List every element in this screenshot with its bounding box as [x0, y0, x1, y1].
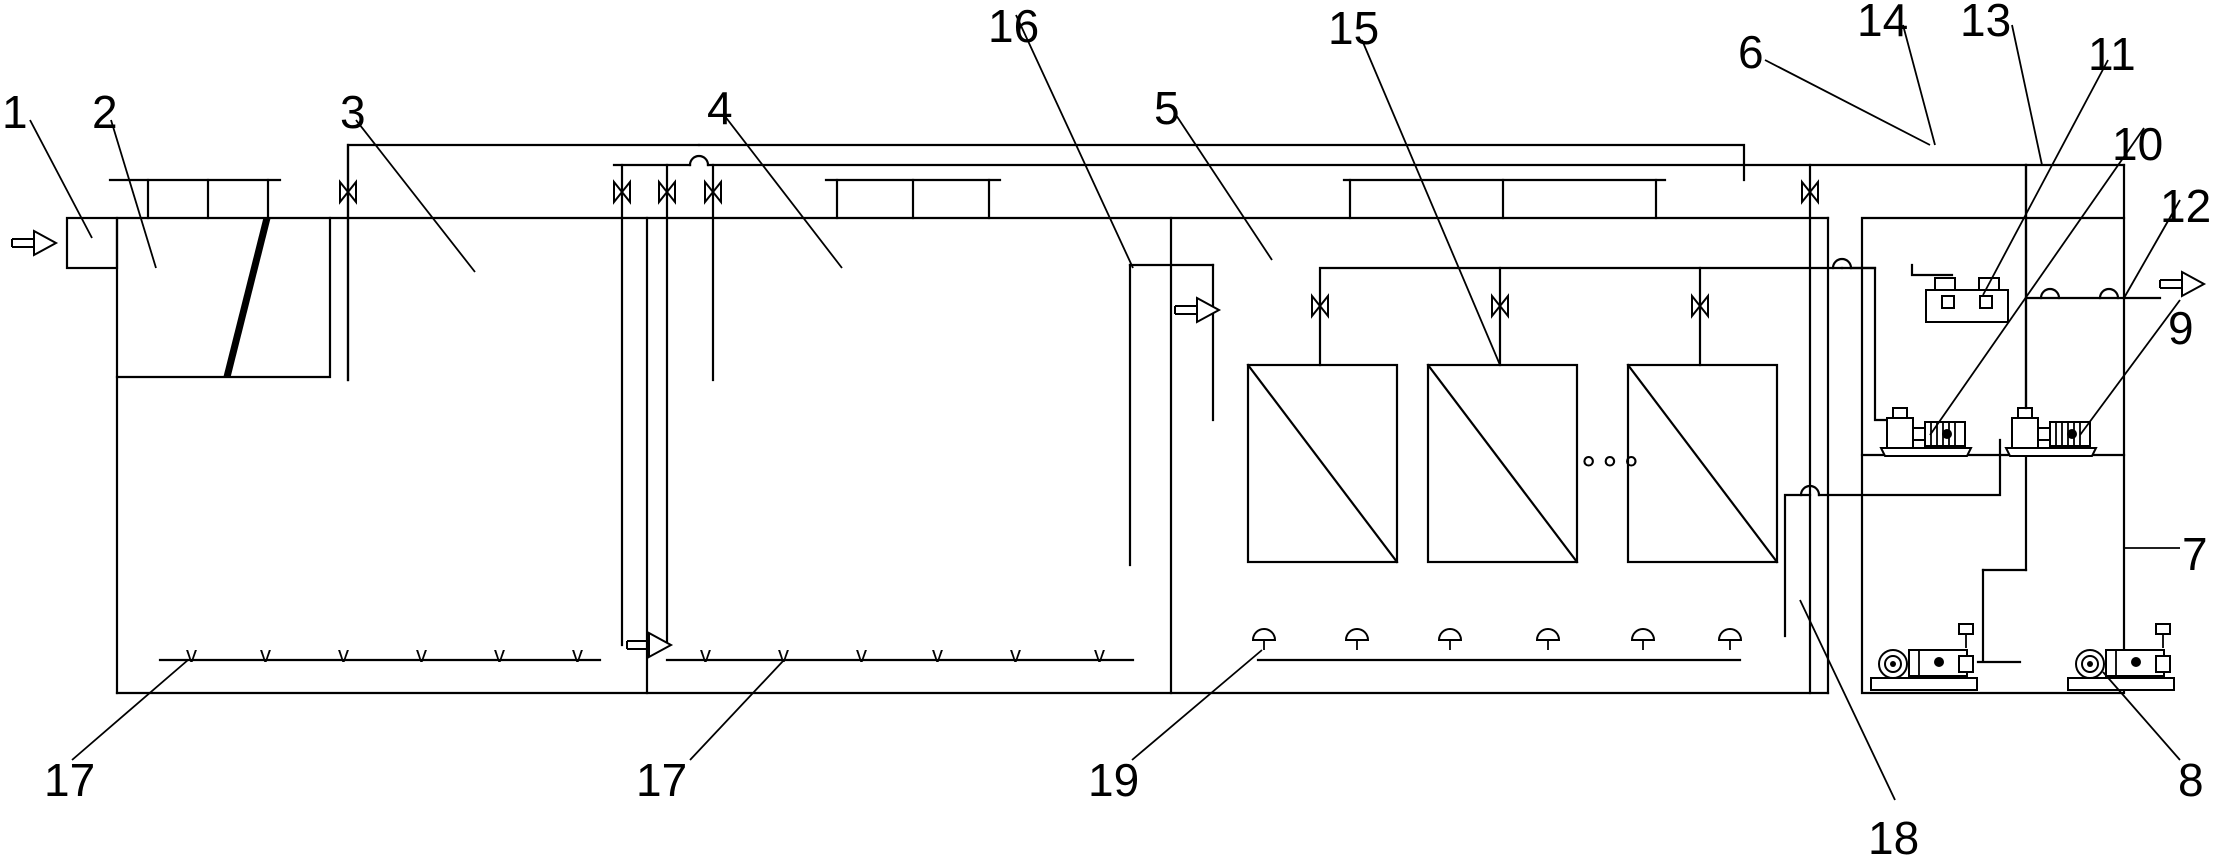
membrane-module: [1426, 363, 1579, 564]
membrane-ellipsis: ∘∘∘: [1578, 442, 1642, 480]
label-19: 19: [1088, 754, 1139, 806]
svg-text:v: v: [778, 642, 789, 667]
svg-text:v: v: [572, 642, 583, 667]
svg-text:v: v: [416, 642, 427, 667]
svg-text:v: v: [856, 642, 867, 667]
label-5: 5: [1154, 82, 1180, 134]
label-6: 6: [1738, 26, 1764, 78]
svg-text:v: v: [700, 642, 711, 667]
label-7: 7: [2182, 528, 2208, 580]
controller-box: [1925, 277, 2009, 323]
label-1: 1: [2, 86, 28, 138]
label-3: 3: [340, 86, 366, 138]
aerator-line-19: [1252, 628, 1742, 662]
label-12: 12: [2160, 180, 2211, 232]
svg-text:v: v: [186, 642, 197, 667]
svg-text:v: v: [338, 642, 349, 667]
label-8: 8: [2178, 754, 2204, 806]
air-header-lines: [346, 143, 2126, 695]
svg-text:v: v: [260, 642, 271, 667]
pump-10: [1880, 407, 1972, 457]
label-10: 10: [2112, 118, 2163, 170]
label-14: 14: [1857, 0, 1908, 46]
grid-chamber: [108, 178, 332, 379]
blower-8a: [1870, 623, 1978, 691]
label-2: 2: [92, 86, 118, 138]
label-11: 11: [2088, 28, 2136, 80]
aeration-pipe-17a: v v v v v v: [158, 642, 602, 667]
membrane-module: [1246, 363, 1399, 564]
membrane-header: [1311, 266, 1844, 367]
label-13: 13: [1960, 0, 2011, 46]
label-17a: 17: [44, 754, 95, 806]
membrane-module: [1626, 363, 1779, 564]
tank-outline: [115, 216, 2126, 695]
svg-text:v: v: [494, 642, 505, 667]
outlet-pipe-12: [2024, 271, 2205, 300]
label-15: 15: [1328, 2, 1379, 54]
label-17b: 17: [636, 754, 687, 806]
svg-text:v: v: [932, 642, 943, 667]
suction-pipes: [1783, 257, 2002, 638]
svg-text:v: v: [1010, 642, 1021, 667]
svg-text:v: v: [1094, 642, 1105, 667]
label-9: 9: [2168, 302, 2194, 354]
label-18: 18: [1868, 812, 1919, 856]
inlet-box: [11, 216, 119, 270]
tank-covers: [824, 178, 1667, 220]
leader-lines: [29, 14, 2181, 801]
label-4: 4: [707, 82, 733, 134]
air-valves: [339, 181, 1819, 203]
blower-8b: [2067, 623, 2175, 691]
aeration-pipe-17b: v v v v v v: [665, 642, 1135, 667]
label-16: 16: [988, 0, 1039, 52]
